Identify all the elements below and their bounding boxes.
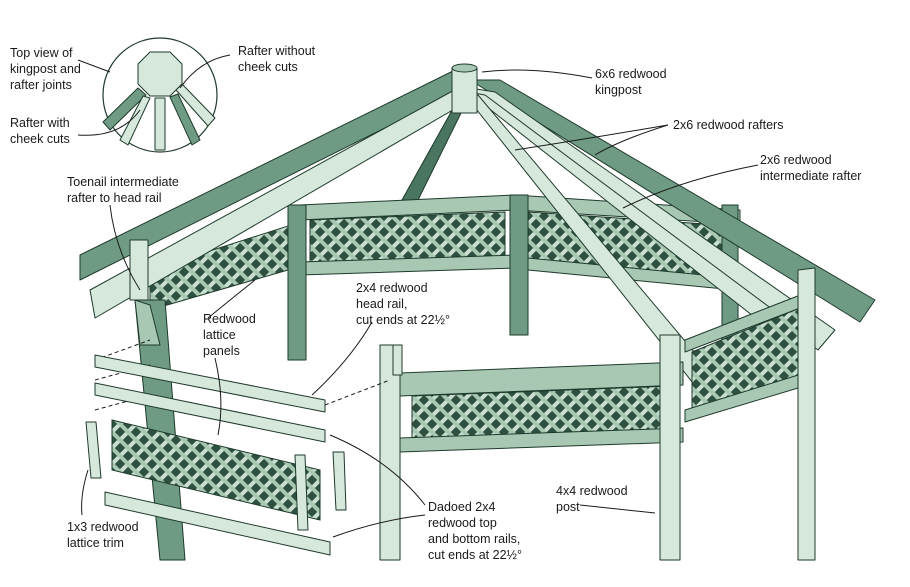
leader-lines: [77, 54, 759, 538]
leader-toenail: [109, 204, 141, 291]
label-rafters: 2x6 redwood rafters: [673, 118, 783, 132]
label-intermediate-rafter: 2x6 redwood intermediate rafter: [760, 153, 861, 183]
rafter-right-back: [469, 79, 876, 323]
inset-rafter-without-cheek: [175, 83, 216, 127]
label-rafter-without-cheek: Rafter without cheek cuts: [238, 44, 319, 74]
label-head-rail: 2x4 redwood head rail, cut ends at 22½°: [356, 281, 450, 327]
post-front-right: [659, 334, 681, 561]
post-left-top: [129, 239, 149, 301]
inset-rafter-with-cheek-left: [102, 87, 147, 131]
lattice-panel-exploded: [111, 419, 321, 521]
alignment-line-right: [324, 379, 391, 406]
label-lattice-trim: 1x3 redwood lattice trim: [67, 520, 142, 550]
front-section: [379, 334, 684, 561]
post-right: [797, 267, 816, 561]
inset-rafter-left-lower: [119, 95, 151, 146]
label-rafter-with-cheek: Rafter with cheek cuts: [10, 116, 73, 146]
bottom-rail-exploded: [104, 491, 331, 556]
kingpost: [451, 67, 478, 114]
label-dadoed-rails: Dadoed 2x4 redwood top and bottom rails,…: [428, 500, 524, 562]
post-front-left: [379, 344, 401, 561]
top-rail-exploded: [94, 382, 326, 443]
inset-rafter-with-cheek-right: [169, 93, 201, 146]
leader-lattice: [207, 279, 256, 436]
right-front-section: [684, 267, 816, 561]
kingpost-top: [451, 63, 478, 73]
inset-kingpost: [137, 51, 183, 97]
post-back-center: [509, 194, 529, 336]
leader-head-rail: [311, 321, 373, 396]
post-left-notch: [134, 299, 161, 346]
post-back-left: [287, 204, 307, 361]
leader-kingpost: [481, 69, 593, 79]
lattice-trim-mid: [294, 454, 309, 531]
label-lattice-panels: Redwood lattice panels: [203, 312, 259, 358]
leader-post: [579, 504, 656, 514]
top-view-inset: [102, 37, 218, 153]
inset-rafter-center: [154, 97, 166, 151]
label-top-view: Top view of kingpost and rafter joints: [10, 46, 84, 92]
leader-rafters: [514, 124, 669, 156]
post-front-left-tenon: [392, 344, 403, 376]
label-kingpost: 6x6 redwood kingpost: [595, 67, 670, 97]
leader-rafter-with: [77, 109, 141, 136]
labels: Top view of kingpost and rafter joints R…: [10, 44, 861, 562]
leader-dadoed: [329, 434, 426, 538]
head-rail-exploded: [94, 354, 326, 413]
exploded-parts: [85, 339, 391, 556]
roof-rafters: [79, 63, 876, 403]
label-post: 4x4 redwood post: [556, 484, 631, 514]
lattice-trim-right: [332, 451, 347, 511]
leader-rafter-without: [179, 54, 231, 89]
lattice-trim-left: [85, 421, 102, 479]
leader-trim: [81, 469, 89, 516]
label-toenail: Toenail intermediate rafter to head rail: [67, 175, 182, 205]
leader-intermediate: [622, 164, 759, 209]
leader-top-view: [77, 59, 111, 73]
